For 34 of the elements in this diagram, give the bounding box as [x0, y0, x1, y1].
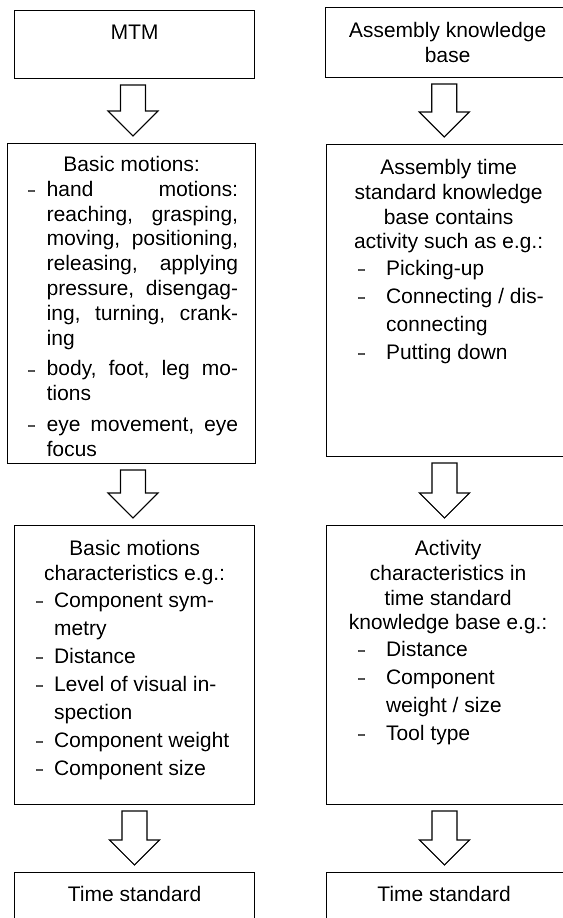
- block-arrow: [418, 462, 472, 519]
- list-item: Level of visual in-spection: [54, 672, 218, 726]
- block-arrow: [108, 810, 162, 866]
- process-box: [14, 10, 255, 79]
- list-item: Connecting / dis-connecting: [386, 284, 545, 338]
- box-heading: Activity characteristics in time standard knowledge base e.g.:: [348, 537, 548, 636]
- process-box: [14, 872, 255, 918]
- box-heading: MTM: [110, 21, 160, 46]
- list-item: eye movement, eye focus: [46, 412, 238, 463]
- list-item: Tool type: [386, 721, 472, 748]
- process-box: [326, 872, 563, 918]
- process-box: [14, 525, 255, 805]
- list-item: Putting down: [386, 340, 508, 366]
- block-arrow: [106, 84, 160, 137]
- list-item: Component sym-metry: [54, 588, 215, 642]
- box-heading: Assembly time standard knowledge base contains activity such as e.g.:: [353, 156, 544, 256]
- list-item: Component size: [54, 756, 207, 782]
- list-item: Component weight: [54, 728, 230, 754]
- process-box: [7, 143, 256, 464]
- process-box: [326, 525, 563, 805]
- block-arrow: [418, 810, 472, 866]
- box-heading: Basic motions characteristics e.g.:: [43, 537, 226, 587]
- list-item: Distance: [386, 637, 469, 664]
- box-heading: Basic motions:: [62, 153, 201, 178]
- list-item: Component weight / size: [386, 665, 503, 720]
- process-box: [326, 144, 563, 457]
- box-heading: Time standard: [376, 883, 512, 908]
- box-heading: Assembly knowledge base: [348, 19, 548, 69]
- box-heading: Time standard: [66, 883, 202, 908]
- block-arrow: [418, 83, 471, 138]
- block-arrow: [106, 469, 160, 519]
- list-item: Picking-up: [386, 256, 486, 282]
- process-box: [325, 7, 563, 78]
- list-item: Distance: [54, 644, 137, 670]
